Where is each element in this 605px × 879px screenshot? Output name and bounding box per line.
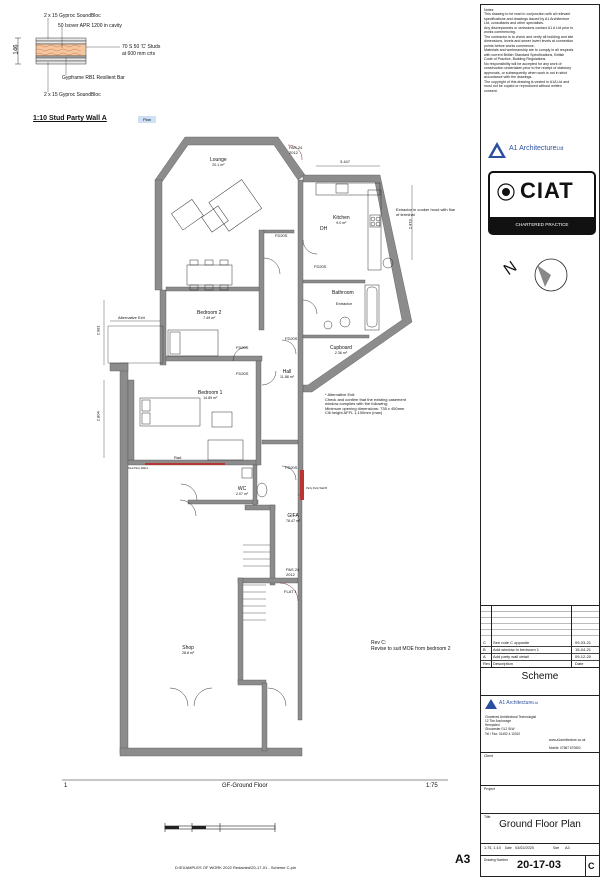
triangle-logo-icon <box>488 142 506 158</box>
client-label: Client <box>484 754 493 758</box>
revision-note: Rev C: Revise to suit MOE from bedroom 2 <box>371 640 451 652</box>
triangle-logo-icon <box>485 699 497 709</box>
date-label: Date <box>505 846 512 850</box>
size-label: Size <box>553 846 560 850</box>
radiator-label: Rad <box>174 455 182 460</box>
flat-label: FLAT 1 <box>284 589 297 594</box>
fire-door-label: FD20S <box>275 233 288 238</box>
fire-door-label: FD20S <box>285 336 298 341</box>
dimension-label: 2.804 <box>95 411 101 422</box>
note-line: specifications and drawings issued by A1… <box>484 16 570 21</box>
ciat-crest-icon <box>497 183 515 201</box>
note-line: must not be copied or reproduced without… <box>484 84 562 89</box>
detail-layer-label: at 600 mm crts <box>122 51 156 57</box>
note-line: The contractor is to check and verify al… <box>484 34 574 39</box>
sheet-number: 1 <box>64 783 68 789</box>
note-line: Materials and workmanship are to comply … <box>484 48 574 53</box>
drawing-title: Ground Floor Plan <box>499 819 581 830</box>
title-label: Title <box>484 815 491 819</box>
note-line: works commencing. <box>484 30 516 35</box>
detail-layer-label: Gypframe RB1 Resilient Bar <box>62 75 125 81</box>
drawing-size: A3 <box>565 846 570 850</box>
title-block: Notes This drawing to be read in conjunc… <box>480 4 600 877</box>
company-mobile: Mobile: 07867 670800 <box>549 746 581 750</box>
view-tag[interactable]: Plan <box>138 116 157 123</box>
detail-layer-label: 50 Isover APR 1200 in cavity <box>58 23 122 29</box>
detector-label: DH <box>320 226 328 232</box>
dimension-label: 2.473 <box>407 219 413 230</box>
detail-layer-label: 70 S 50 'C' Studs <box>122 44 161 50</box>
note-line: accordance with the drawings. <box>484 75 533 80</box>
dimension-label: 3.447 <box>340 159 351 164</box>
alternative-exit-note: * Alternative Exit: Check and confirm th… <box>325 392 406 416</box>
drawing-label: GF-Ground Floor <box>222 783 268 789</box>
dimension-label: 2.981 <box>95 325 101 336</box>
fire-door-label: FD20S <box>285 465 298 470</box>
company-address: Chartered Architectural Technologist 12 … <box>485 715 537 736</box>
drawing-scale: 1:75 <box>426 783 438 789</box>
note-line: This drawing to be read in conjunction w… <box>484 12 571 17</box>
detail-layer-label: 2 x 15 Gyproc SoundBloc <box>44 13 101 19</box>
north-arrow-icon <box>534 258 568 292</box>
note-line: Code of Practice, Building Regulations. <box>484 57 547 62</box>
detail-title: 1:10 Stud Party Wall A <box>33 115 107 122</box>
north-label: N <box>500 258 521 279</box>
fire-door-label: FD20S <box>236 345 249 350</box>
detail-layer-label: 2 x 15 Gyproc SoundBloc <box>44 92 101 98</box>
note-line: No responsibility will be accepted for a… <box>484 61 562 66</box>
note-line: dimensions, levels and sewer invert leve… <box>484 39 574 44</box>
drawing-number: 20-17-03 <box>517 859 562 871</box>
sheet-size: A3 <box>455 852 471 866</box>
note-line: Any discrepancies or omissions contact A… <box>484 25 574 30</box>
extractor-label: Extractor <box>336 301 353 306</box>
note-line: The copyright of this drawing is vested … <box>484 79 570 84</box>
drawing-stage: Scheme <box>521 671 559 682</box>
note-line: Ltd, consultants and other specialists. <box>484 21 544 26</box>
company-website[interactable]: www.a1architecture.co.uk <box>549 738 586 742</box>
room-label-bathroom: Bathroom <box>332 290 354 296</box>
note-line: construction undertaken prior to the rec… <box>484 66 572 71</box>
fire-door-label: FD20S <box>236 371 249 376</box>
note-line: consent. <box>484 88 498 93</box>
drawing-date: 03/02/2020 <box>515 846 535 850</box>
ciat-badge: CIAT CHARTERED PRACTICE <box>488 171 596 235</box>
drawing-scale: 1:75, 1:10 <box>484 846 501 850</box>
note-line: with current British Standard Specificat… <box>484 52 565 57</box>
extractor-note: Extractor in cooker hood with flue of te… <box>396 207 456 217</box>
project-label: Project <box>484 787 495 791</box>
general-notes: Notes This drawing to be read in conjunc… <box>484 8 596 93</box>
fire-door-label: FD20S <box>314 264 327 269</box>
party-wall-tag: Stud Party Wall A <box>128 467 149 470</box>
drawing-number-label: Drawing Number <box>484 858 508 862</box>
alt-exit-label: Alternative Exit <box>118 315 145 320</box>
party-wall-tag: Party Party Wall B <box>306 487 327 490</box>
note-line: approvals, or subsequently when work is … <box>484 70 568 75</box>
note-line: points before works commence. <box>484 43 535 48</box>
revision-letter: C <box>588 861 595 871</box>
file-path: D:\EXAMPLES OF WORK 2022 Redacted\20-17-… <box>175 865 296 870</box>
